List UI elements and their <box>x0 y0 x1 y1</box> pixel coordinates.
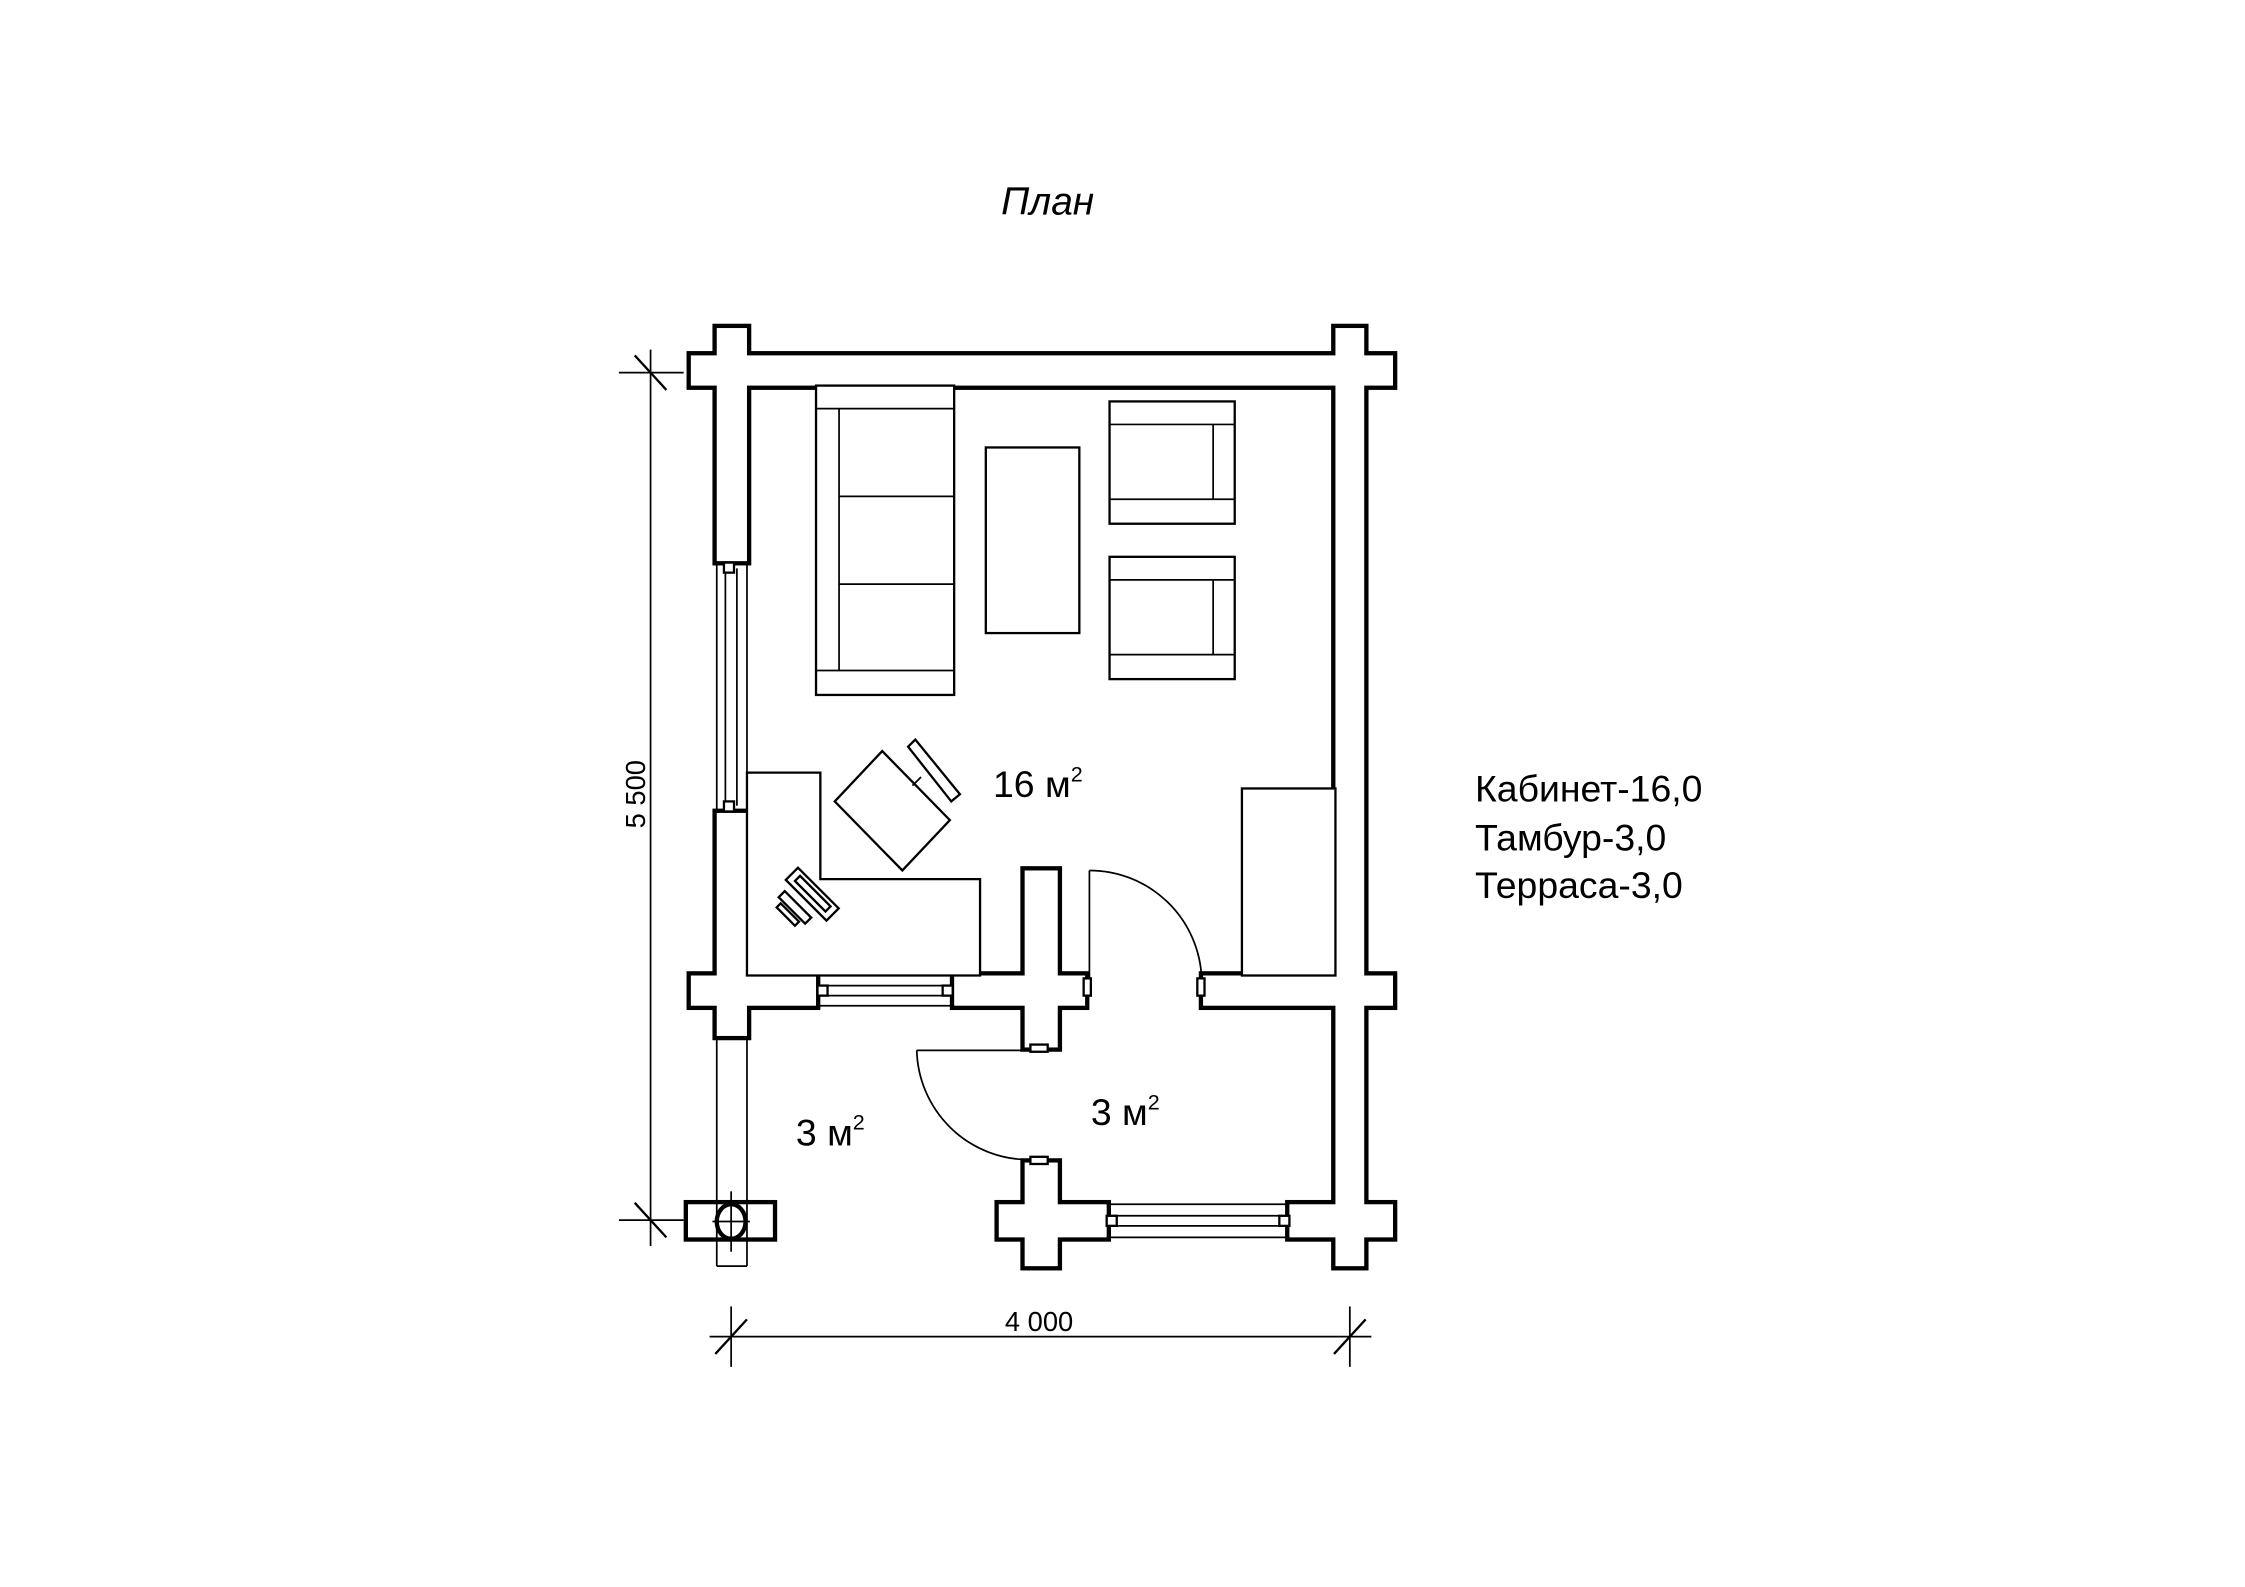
window-bottom <box>1105 1203 1291 1239</box>
armchair <box>1108 555 1236 681</box>
armchair <box>1108 400 1236 525</box>
walls <box>683 323 1398 1271</box>
office-chair <box>833 737 962 873</box>
window-left <box>715 561 748 813</box>
door-vestibule <box>915 1043 1049 1166</box>
sofa <box>814 384 956 697</box>
coffee-table <box>984 446 1081 635</box>
dimension-width-label: 4 000 <box>1005 1306 1073 1337</box>
dimension-height-label: 5 500 <box>620 760 651 828</box>
legend-item: Терраса-3,0 <box>1475 864 1683 906</box>
room-legend: Кабинет-16,0 Тамбур-3,0 Терраса-3,0 <box>1475 767 1702 905</box>
dimension-horizontal: 4 000 <box>709 1306 1372 1367</box>
legend-item: Тамбур-3,0 <box>1475 816 1666 858</box>
room-area-office: 16 м2 <box>993 761 1083 805</box>
cabinet <box>1240 787 1337 977</box>
computer-icon <box>775 866 841 928</box>
plan-title: План <box>1001 180 1094 223</box>
window-middle <box>816 974 955 1007</box>
legend-item: Кабинет-16,0 <box>1475 767 1702 809</box>
dimension-vertical: 5 500 <box>618 349 684 1247</box>
room-area-vestibule: 3 м2 <box>1091 1089 1160 1133</box>
room-area-terrace: 3 м2 <box>796 1109 865 1153</box>
door-office <box>1082 869 1206 997</box>
